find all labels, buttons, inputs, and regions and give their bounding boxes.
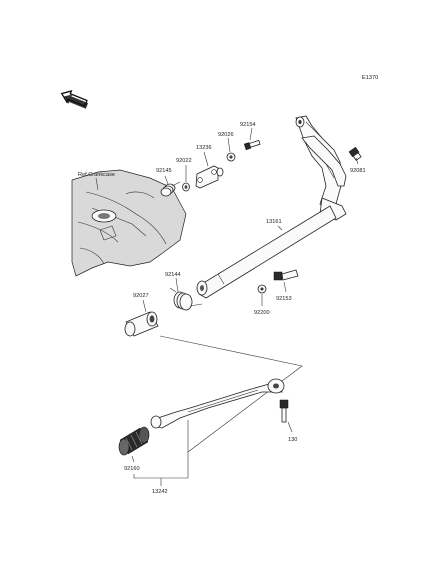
pedal-rubber-92160 [118, 426, 150, 456]
pin-92153 [273, 269, 299, 281]
leader-92027 [142, 299, 147, 313]
leader-92153 [283, 281, 287, 293]
leader-13161 [277, 225, 283, 231]
callout-92154: 92154 [240, 122, 256, 128]
leader-92026 [227, 137, 231, 153]
callout-92200: 92200 [254, 310, 270, 316]
leader-92081 [355, 157, 359, 165]
front-direction-arrow-icon [60, 90, 89, 109]
diagram-code: E1370 [362, 75, 378, 81]
callout-92027: 92027 [133, 293, 149, 299]
leader-92145 [164, 175, 169, 185]
ref-crankcase-label: Ref.Crankcase [78, 172, 115, 178]
crankcase-reference [71, 169, 187, 277]
leader-92154 [249, 127, 253, 141]
callout-92081: 92081 [350, 168, 366, 174]
callout-92144: 92144 [165, 272, 181, 278]
bolt-92081 [348, 146, 362, 161]
shift-shaft-13161 [196, 115, 347, 299]
spring-92145 [160, 181, 181, 197]
bolt-130 [279, 399, 289, 423]
leader-92144 [175, 277, 179, 293]
collar-92027 [124, 311, 159, 337]
leader-13236 [203, 151, 209, 167]
callout-92160: 92160 [124, 466, 140, 472]
spring-92144 [169, 287, 203, 311]
leader-130 [287, 421, 293, 433]
ref-crankcase-leader [95, 177, 99, 191]
nut-92026 [226, 152, 236, 162]
bracket-13242 [133, 474, 189, 479]
shift-pedal [150, 378, 285, 429]
leader-92160 [131, 455, 135, 463]
callout-92026: 92026 [218, 132, 234, 138]
callout-92145: 92145 [156, 168, 172, 174]
callout-130: 130 [288, 437, 297, 443]
washer-92200 [257, 284, 267, 294]
callout-13161: 13161 [266, 219, 282, 225]
callout-13242: 13242 [152, 489, 168, 495]
callout-92022: 92022 [176, 158, 192, 164]
callout-13236: 13236 [196, 145, 212, 151]
washer-92022 [182, 182, 190, 192]
link-13236 [195, 165, 224, 189]
assembly-leader [159, 335, 303, 453]
bolt-92154 [243, 139, 261, 151]
callout-92153: 92153 [276, 296, 292, 302]
